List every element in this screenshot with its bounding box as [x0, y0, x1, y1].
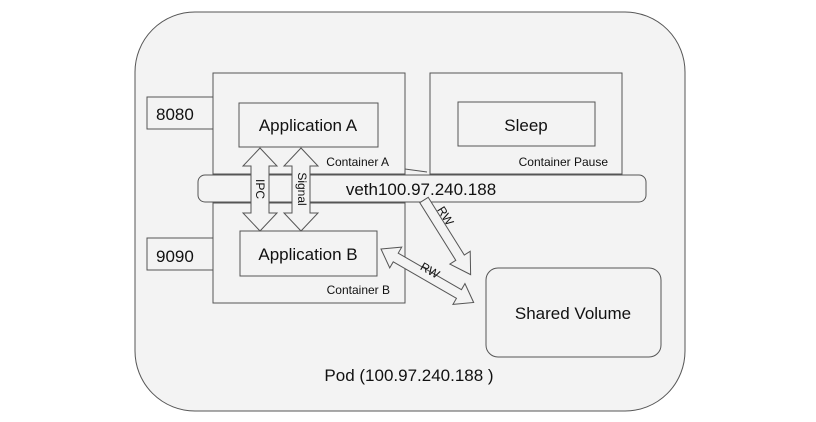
pod-label: Pod (100.97.240.188 ): [324, 366, 493, 385]
port-8080-label: 8080: [156, 105, 194, 124]
container-pause-label: Container Pause: [519, 155, 609, 169]
application-b-box: [239, 230, 378, 277]
signal-label: Signal: [295, 172, 309, 205]
shared-volume-label: Shared Volume: [515, 304, 631, 323]
application-b-label: Application B: [258, 245, 357, 264]
veth-label: veth100.97.240.188: [346, 180, 496, 199]
ipc-arrow: [241, 147, 279, 232]
sleep-box: [457, 101, 596, 147]
veth-connector-line: [404, 168, 428, 173]
application-a-box: [238, 102, 379, 148]
port-9090-box: [146, 237, 214, 271]
signal-arrow: [282, 147, 320, 232]
port-9090-label: 9090: [156, 247, 194, 266]
ipc-label: IPC: [253, 179, 267, 199]
rw-arrow-a: [419, 196, 472, 276]
container-b-label: Container B: [327, 283, 390, 297]
sleep-label: Sleep: [504, 116, 547, 135]
container-a-label: Container A: [326, 155, 389, 169]
shared-volume-box: [485, 267, 662, 358]
application-a-label: Application A: [259, 116, 358, 135]
rw-arrow-b: [380, 246, 475, 305]
port-8080-box: [146, 96, 214, 130]
